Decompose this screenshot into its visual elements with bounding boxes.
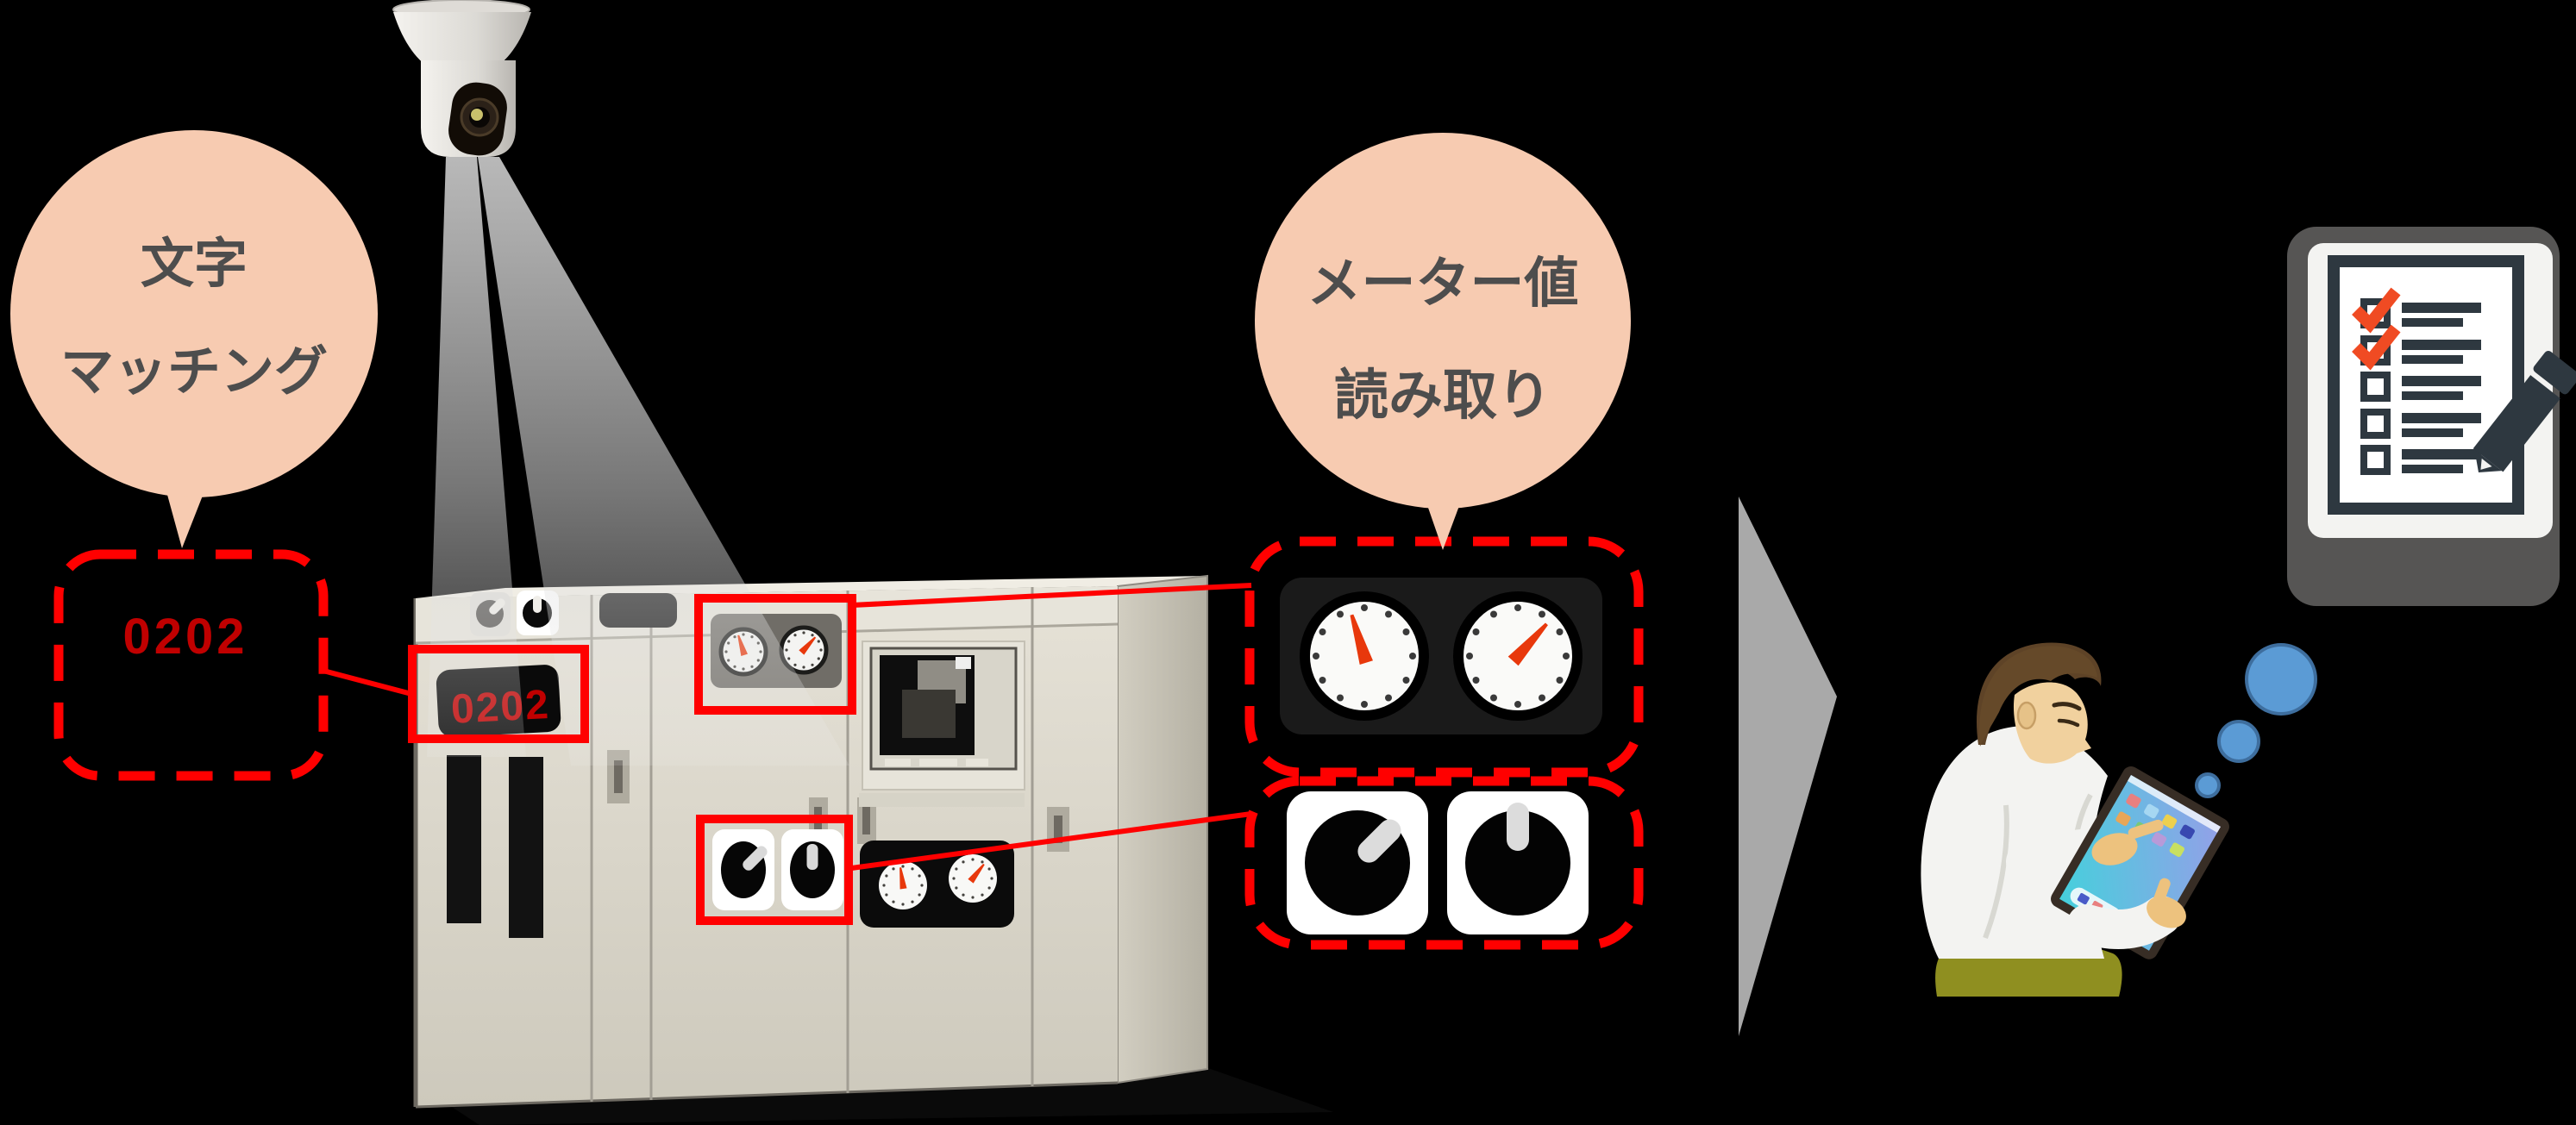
gauge-needle	[1350, 614, 1373, 665]
gauge-needle	[799, 636, 817, 655]
worker-eyebrow	[2052, 702, 2082, 711]
worker-right-arm	[2067, 896, 2181, 949]
checklist-row	[2360, 445, 2481, 475]
machine-bottom-edge	[415, 1081, 1119, 1109]
vent-slat-left	[447, 755, 481, 923]
worker-holding-hand	[2147, 878, 2186, 928]
checklist-row	[2360, 409, 2481, 439]
bubble-line: 読み取り	[1334, 366, 1551, 426]
worker-ear	[2016, 701, 2037, 730]
machine-lower-gauge-panel	[860, 841, 1014, 928]
surveillance-camera	[392, 0, 531, 157]
worker-pointing-hand	[2091, 819, 2164, 866]
gauge-ticks	[1466, 604, 1570, 708]
highlight-box-top-gauges	[694, 594, 856, 715]
zoom-knob-right	[1465, 810, 1570, 916]
bubble-line: メーター値	[1307, 253, 1579, 314]
control-cabinet-machine: 0202	[413, 574, 1333, 1125]
knob-indicator	[743, 846, 768, 871]
checklist-rows	[2352, 287, 2481, 475]
worker-eye	[2057, 718, 2080, 728]
flow-arrow	[1739, 497, 1837, 1036]
checklist-row	[2352, 287, 2481, 334]
matched-text: 0202	[122, 609, 248, 665]
bubble-line: 文字	[141, 234, 248, 294]
thought-bubble-large	[2245, 643, 2317, 716]
machine-monitor	[859, 641, 1025, 807]
check-mark	[2352, 324, 2401, 371]
speech-bubble-meter-reading: メーター値 読み取り	[1255, 133, 1631, 550]
gauge-needle	[1507, 622, 1548, 666]
gauge-ticks	[1313, 604, 1416, 708]
dashed-box-knobs	[1244, 776, 1644, 950]
knob-indicator	[806, 844, 818, 870]
bubble-line: マッチング	[60, 342, 328, 402]
gauge-needle	[968, 863, 985, 884]
speech-bubble-text-matching: 文字 マッチング	[10, 130, 378, 548]
thought-bubble-medium	[2217, 720, 2260, 763]
worker-face	[2013, 682, 2091, 764]
dashed-box-gauges	[1244, 536, 1644, 778]
pen-icon	[2473, 350, 2576, 472]
camera-lens-glint	[471, 109, 483, 121]
thought-bubble-small	[2195, 772, 2221, 798]
checklist-row	[2352, 324, 2481, 371]
door-handles	[607, 750, 1069, 852]
connector-line-knobs	[844, 811, 1252, 872]
vent-slat-right	[509, 757, 543, 938]
knob-indicator	[1357, 819, 1401, 863]
knob-indicator	[1507, 803, 1529, 851]
checklist-row	[2360, 372, 2481, 402]
annotations: 0202	[53, 536, 1644, 950]
thought-bubbles	[2195, 643, 2317, 798]
checklist-icon	[2287, 227, 2576, 606]
connector-line-gauges	[851, 583, 1252, 608]
machine-lower-knobs	[712, 829, 843, 910]
camera-mount-bell	[393, 12, 531, 69]
camera-beam-right	[478, 157, 849, 766]
dashed-box-text-match	[53, 549, 329, 781]
gauge-ticks	[952, 858, 993, 899]
gauge-needle	[899, 867, 907, 890]
camera-beam-left	[427, 157, 526, 757]
connector-line-text	[323, 668, 416, 697]
check-mark	[2352, 287, 2401, 334]
gauge-ticks	[882, 865, 924, 906]
camera-beams	[427, 157, 849, 766]
worker-with-tablet	[1921, 642, 2229, 997]
